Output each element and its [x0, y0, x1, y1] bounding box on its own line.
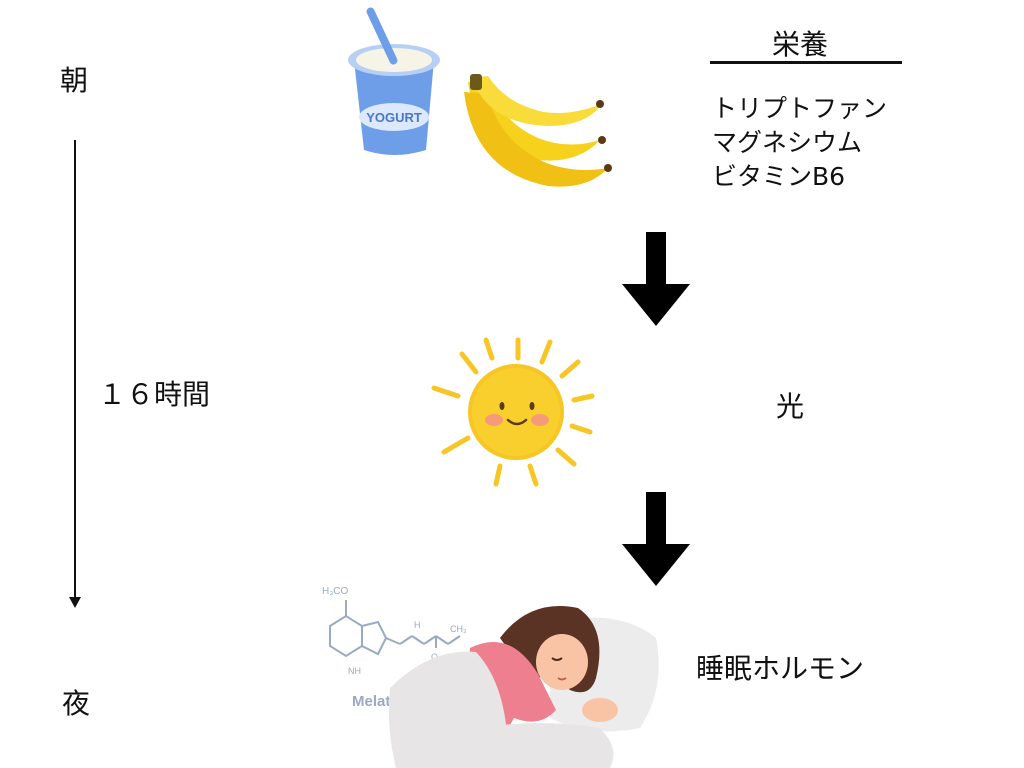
label-night: 夜: [62, 687, 91, 720]
yogurt-banana-illustration: YOGURT: [348, 7, 612, 187]
nutrition-heading: 栄養: [772, 28, 829, 61]
label-sleep-hormone: 睡眠ホルモン: [696, 652, 865, 685]
label-morning: 朝: [60, 64, 89, 97]
label-light: 光: [776, 390, 805, 423]
down-arrow-icon: [622, 232, 690, 326]
heading-underline: [710, 61, 902, 64]
nutrient-item: トリプトファン: [712, 94, 888, 123]
down-arrow-icon: [622, 492, 690, 586]
sun-icon: [431, 337, 595, 487]
nutrient-item: ビタミンB6: [712, 162, 846, 191]
nutrient-item: マグネシウム: [712, 128, 863, 157]
nh-label: NH: [348, 666, 361, 676]
melatonin-molecule-icon: [329, 600, 461, 658]
timeline-arrow: [69, 140, 81, 608]
h-label: H: [414, 620, 421, 630]
nutrient-list: トリプトファン マグネシウム ビタミンB6: [712, 92, 887, 194]
label-duration: １６時間: [98, 378, 211, 411]
o-label: O: [431, 652, 438, 662]
sleeping-woman-illustration: H₃CO NH H O CH₃ Melatonin: [322, 586, 659, 768]
yogurt-cup-icon: YOGURT: [348, 7, 440, 155]
methoxy-label: H₃CO: [322, 586, 349, 597]
ch3-label: CH₃: [450, 624, 467, 634]
yogurt-label: YOGURT: [366, 110, 422, 125]
banana-icon: [464, 74, 612, 187]
